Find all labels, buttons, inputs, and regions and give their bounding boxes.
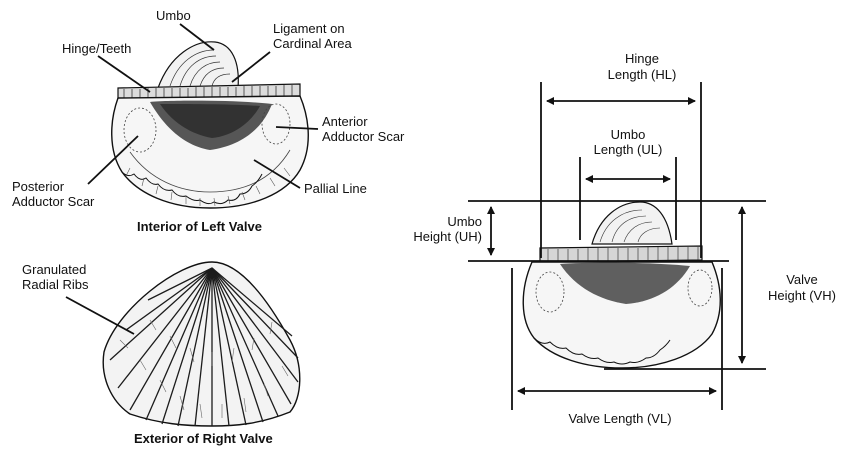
ribs-leader-line xyxy=(66,297,134,334)
exterior-caption: Exterior of Right Valve xyxy=(134,431,273,446)
valve-height-label-line1: Valve xyxy=(758,272,846,287)
anterior-scar-label-line1: Anterior xyxy=(322,114,368,129)
umbo-length-label-line2: Length (UL) xyxy=(572,142,684,157)
valve-length-label: Valve Length (VL) xyxy=(550,411,690,426)
valve-height-label-line2: Height (VH) xyxy=(758,288,846,303)
ribs-label-line2: Radial Ribs xyxy=(22,277,88,292)
anterior-scar-label-line2: Adductor Scar xyxy=(322,129,404,144)
pallial-line-label: Pallial Line xyxy=(304,181,367,196)
hinge-length-label-line1: Hinge xyxy=(586,51,698,66)
hinge-teeth-label: Hinge/Teeth xyxy=(62,41,131,56)
ligament-label-line1: Ligament on xyxy=(273,21,345,36)
umbo-height-label-line1: Umbo xyxy=(430,214,482,229)
umbo-length-label-line1: Umbo xyxy=(572,127,684,142)
interior-left-valve-shell xyxy=(112,42,309,208)
measured-shell xyxy=(523,202,720,368)
posterior-scar-label-line1: Posterior xyxy=(12,179,64,194)
interior-caption: Interior of Left Valve xyxy=(137,219,262,234)
umbo-label: Umbo xyxy=(156,8,191,23)
ribs-label-line1: Granulated xyxy=(22,262,86,277)
ligament-label-line2: Cardinal Area xyxy=(273,36,352,51)
posterior-scar-label-line2: Adductor Scar xyxy=(12,194,94,209)
hinge-length-label-line2: Length (HL) xyxy=(586,67,698,82)
exterior-right-valve-shell xyxy=(103,262,300,426)
umbo-height-label-line2: Height (UH) xyxy=(392,229,482,244)
